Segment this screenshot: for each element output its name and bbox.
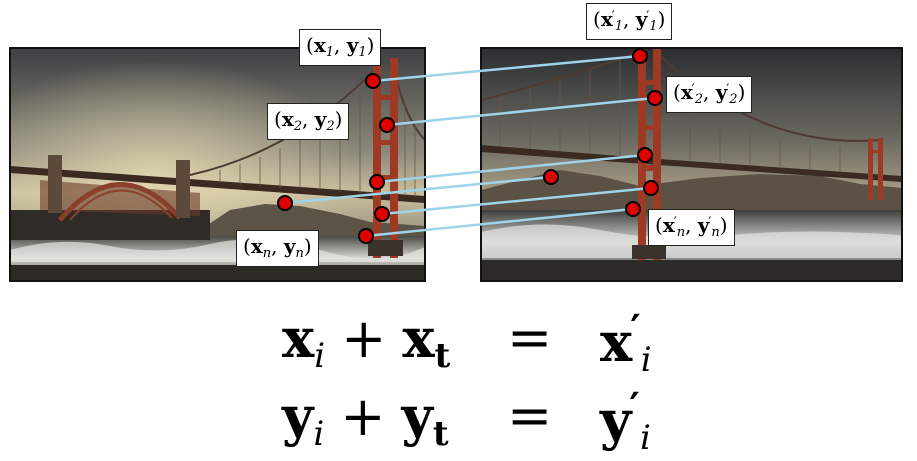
label-point-1-right: (x′1, y′1) bbox=[586, 3, 673, 40]
equation-y-equals: = bbox=[507, 384, 553, 447]
keypoint-left-5 bbox=[374, 206, 390, 222]
equation-x-equals: = bbox=[507, 306, 553, 369]
match-line-5 bbox=[381, 186, 652, 216]
equation-x-lhs: xi+xt bbox=[282, 306, 451, 376]
keypoint-left-1 bbox=[365, 73, 381, 89]
match-line-6 bbox=[365, 207, 634, 238]
keypoints bbox=[277, 48, 663, 244]
label-point-1-left: (x1, y1) bbox=[299, 29, 382, 66]
equation-y: yi+yt = y′i bbox=[0, 384, 917, 458]
equation-x-rhs: x′i bbox=[600, 306, 652, 380]
left-photo bbox=[9, 47, 426, 282]
keypoint-left-3 bbox=[369, 174, 385, 190]
match-lines bbox=[284, 54, 656, 238]
label-point-2-left: (x2, y2) bbox=[267, 103, 350, 140]
keypoint-right-1 bbox=[632, 48, 648, 64]
keypoint-right-3 bbox=[637, 147, 653, 163]
label-point-n-right: (x′n, y′n) bbox=[648, 209, 735, 246]
keypoint-left-6 bbox=[358, 228, 374, 244]
match-line-3 bbox=[376, 153, 646, 184]
keypoint-right-5 bbox=[643, 180, 659, 196]
equation-x: xi+xt = x′i bbox=[0, 306, 917, 380]
keypoint-right-4 bbox=[543, 169, 559, 185]
label-point-n-left: (xn, yn) bbox=[236, 230, 319, 267]
keypoint-left-4 bbox=[277, 195, 293, 211]
match-line-4 bbox=[284, 175, 552, 205]
keypoint-right-2 bbox=[647, 90, 663, 106]
equation-y-rhs: y′i bbox=[600, 384, 651, 458]
match-line-2 bbox=[386, 96, 656, 127]
match-line-1 bbox=[372, 54, 641, 83]
keypoint-left-2 bbox=[379, 117, 395, 133]
keypoint-right-6 bbox=[625, 201, 641, 217]
equation-y-lhs: yi+yt bbox=[282, 384, 449, 454]
label-point-2-right: (x′2, y′2) bbox=[666, 76, 753, 113]
